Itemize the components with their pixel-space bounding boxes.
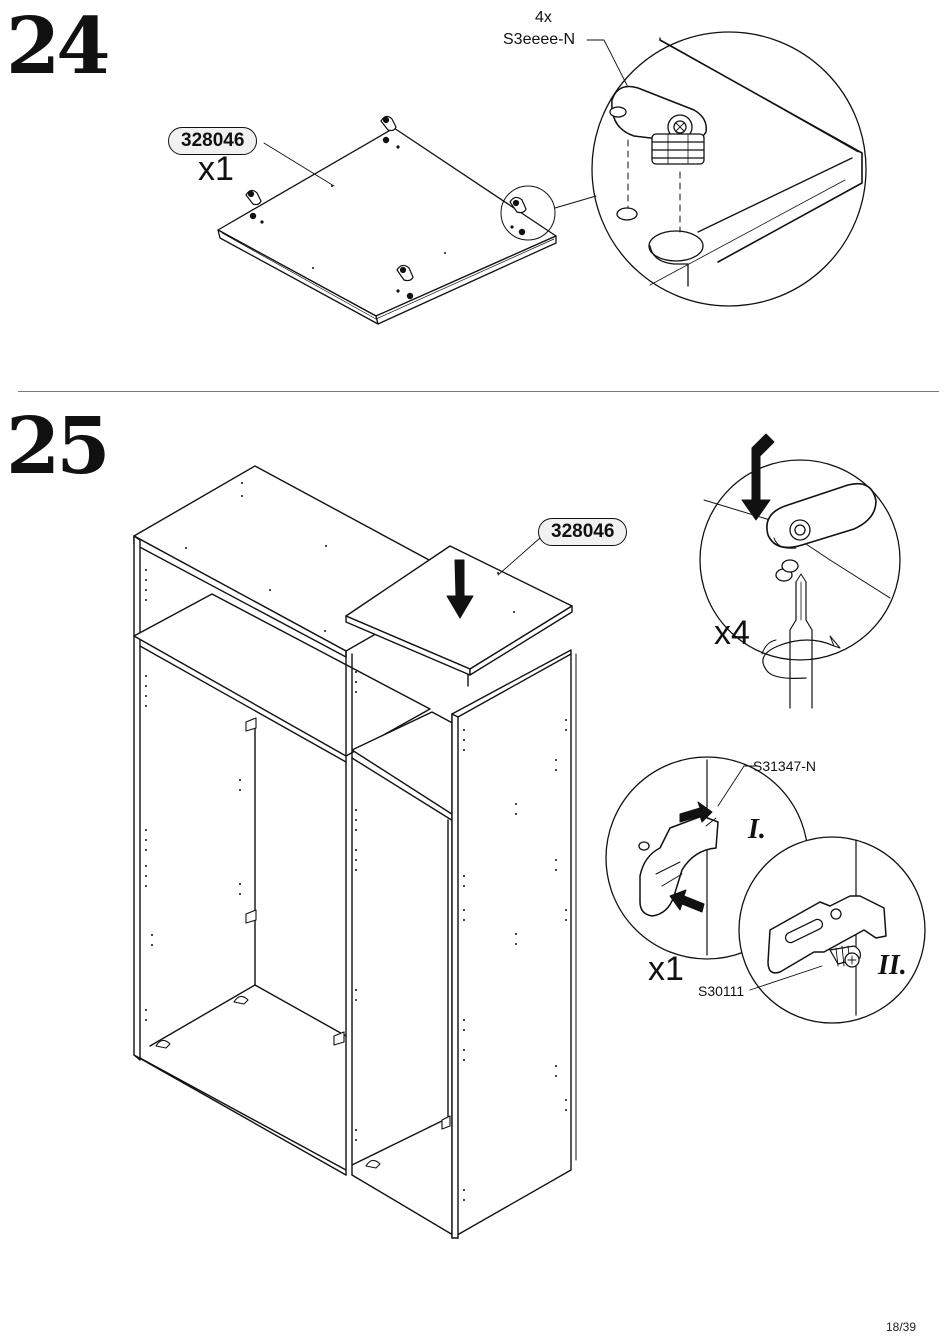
- hardware-quantity-step24: 4x: [535, 9, 552, 26]
- cam-tighten-detail: [700, 460, 900, 660]
- hinge-code-label: S31347-N: [753, 758, 817, 774]
- screw-quantity-step25: x4: [714, 614, 750, 652]
- part-code-badge-step25: 328046: [538, 518, 628, 546]
- part-quantity-step24: x1: [198, 150, 234, 188]
- hardware-code-step24: S3eeee-N: [503, 31, 576, 48]
- detail-circle-small: [501, 186, 555, 240]
- substep-2-label: II.: [878, 950, 907, 981]
- page-number: 18/39: [885, 1320, 916, 1334]
- hinge-quantity-step25: x1: [648, 950, 684, 988]
- screw-code-label: S30111: [698, 983, 745, 999]
- shelf-holes: [145, 482, 567, 1201]
- hinges-and-feet: [156, 718, 450, 1168]
- step-divider: [18, 391, 939, 392]
- press-down-arrow-icon: [742, 434, 774, 520]
- hinge-I-drawing: [639, 760, 718, 955]
- cam-tighten-drawing: [704, 484, 890, 708]
- magnified-panel-corner: [610, 38, 862, 286]
- hinge-II-drawing: [768, 840, 886, 1015]
- wardrobe-carcass: [134, 466, 576, 1238]
- step-number-24: 24: [6, 1, 111, 92]
- part-code-badge-step24: 328046: [168, 127, 258, 155]
- step-number-25: 25: [6, 401, 111, 492]
- panel-328046-flat: [218, 116, 556, 324]
- insert-down-arrow-icon: [447, 560, 473, 618]
- substep-1-label: I.: [748, 814, 766, 845]
- magnified-cam-detail: [592, 32, 866, 306]
